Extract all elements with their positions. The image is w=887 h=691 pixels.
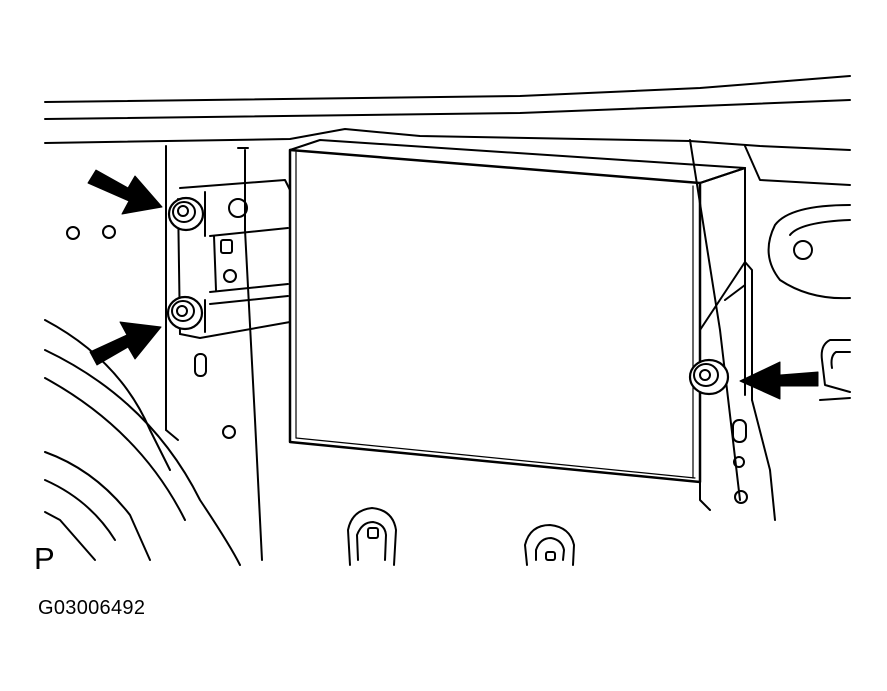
lower-panel-holes (347, 507, 575, 566)
view-label: P (34, 541, 55, 576)
bolt-right (688, 358, 730, 396)
upper-body-panel (44, 75, 851, 151)
bolt-upper-left (167, 196, 205, 232)
control-module-box (288, 139, 746, 484)
right-body-panel (744, 145, 851, 401)
arrow-upper-left (87, 169, 163, 215)
wheel-arch (44, 225, 241, 566)
figure-code: G03006492 (38, 597, 146, 619)
arrow-lower-left (89, 321, 162, 366)
arrow-right (739, 361, 819, 400)
bolt-lower-left (166, 295, 204, 331)
right-bracket (689, 139, 776, 521)
